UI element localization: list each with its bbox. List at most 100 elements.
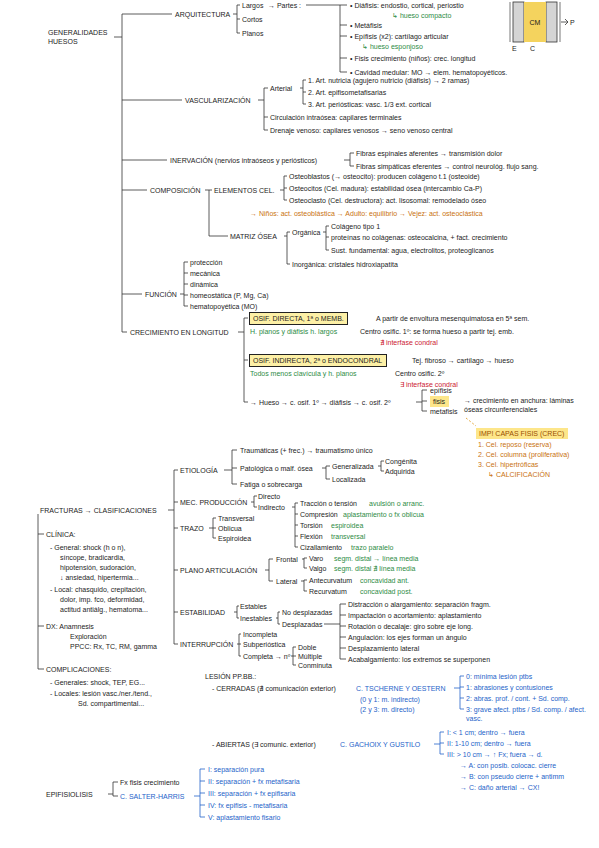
note-text: Osteoclasto (Cel. destructora): act. lis… xyxy=(289,196,486,205)
note-text: • Epífisis (x2): cartílago articular xyxy=(350,32,449,41)
note-text: Completa → nº xyxy=(243,652,290,661)
box-text: IMP! CAPAS FISIS (CREC) xyxy=(479,429,565,438)
note-text: actitud antiálg., hematoma... xyxy=(60,605,148,614)
note-text: No desplazadas xyxy=(282,608,332,617)
note-text: Colágeno tipo 1 xyxy=(331,222,380,231)
note-text: ESTABILIDAD xyxy=(180,608,225,617)
note-text: Fx fisis crecimiento xyxy=(120,778,180,787)
note-text: 1. Art. nutricia (agujero nutricio (diáf… xyxy=(308,76,469,85)
highlight-box: OSIF. INDIRECTA, 2ª o ENDOCONDRAL xyxy=(249,354,387,367)
note-text: 1. Cel. reposo (reserva) xyxy=(478,440,552,449)
note-text: LESIÓN PP.BB.: xyxy=(205,672,256,681)
note-text: 0: mínima lesión ptbs xyxy=(466,672,594,681)
note-text: II: separación + fx metafisaria xyxy=(208,777,300,786)
note-text: - Locales: lesión vasc./ner./tend., xyxy=(50,689,152,698)
periosteum-line xyxy=(510,2,560,42)
note-text: Largos xyxy=(242,1,263,10)
box-text: OSIF. DIRECTA, 1ª o MEMB. xyxy=(253,314,344,323)
note-text: H. planos y diáfisis h. largos xyxy=(250,327,337,336)
note-text: Incompleta xyxy=(243,630,277,639)
note-text: Múltiple xyxy=(298,652,322,661)
note-text: avulsión o arranc. xyxy=(369,499,424,508)
note-text: Fatiga o sobrecarga xyxy=(240,480,302,489)
highlight-box: fisis xyxy=(430,396,449,407)
note-text: FUNCIÓN xyxy=(145,290,177,299)
note-text: - CERRADAS (∄ comunicación exterior) xyxy=(212,684,336,693)
note-text: Sust. fundamental: agua, electrolitos, p… xyxy=(331,246,494,255)
note-text: V: aplastamiento fisario xyxy=(208,813,281,822)
note-text: Recurvatum xyxy=(309,587,347,596)
note-text: Todos menos clavícula y h. planos xyxy=(250,369,357,378)
pointer-arrow xyxy=(561,19,568,25)
note-text: PLANO ARTICULACIÓN xyxy=(180,566,257,575)
note-text: ↳ CALCIFICACIÓN xyxy=(488,470,550,479)
note-text: Fibras simpáticas eferentes → control ne… xyxy=(356,162,538,171)
note-text: Rotación o decalaje: giro sobre eje long… xyxy=(348,622,473,631)
note-text: espiroidea xyxy=(331,521,363,530)
note-text: Circulación intraósea: capilares termina… xyxy=(270,113,402,122)
note-text: FRACTURAS → CLASIFICACIONES xyxy=(40,506,157,515)
note-text: segm. distal ∄ línea media xyxy=(334,564,415,573)
note-text: 2. Art. epifisometafisarias xyxy=(308,88,386,97)
note-text: dinámica xyxy=(190,280,218,289)
pointer-arrow xyxy=(466,418,476,426)
note-text: Planos xyxy=(242,29,263,38)
note-text: - Local: chasquido, crepitación, xyxy=(50,585,147,594)
note-text: mecánica xyxy=(190,269,220,278)
note-text: Varo xyxy=(309,554,323,563)
note-text: 2. Cel. columna (proliferativa) xyxy=(478,450,569,459)
note-text: Compresión xyxy=(300,510,338,519)
note-text: Inestables xyxy=(240,614,272,623)
note-text: Centro osific. 1º: se forma hueso a part… xyxy=(360,327,514,336)
note-text: Impactación o acortamiento: aplastamient… xyxy=(348,611,481,620)
note-text: protección xyxy=(190,258,222,267)
note-text: Traumáticas (+ frec.) → traumatismo únic… xyxy=(240,446,373,455)
note-text: Localizada xyxy=(332,475,365,484)
note-text: Adquirida xyxy=(385,467,415,476)
note-text: trazo paralelo xyxy=(351,543,393,552)
note-text: 3. Cel. hipertróficas xyxy=(478,460,538,469)
bracket-line xyxy=(194,676,464,817)
note-text: Arterial xyxy=(270,84,292,93)
note-text: Sd. compartimental... xyxy=(78,699,144,708)
note-text: Antecurvatum xyxy=(309,576,352,585)
note-text: aplastamiento o fx oblicua xyxy=(343,510,424,519)
note-text: MATRIZ ÓSEA xyxy=(230,232,277,241)
note-text: ELEMENTOS CEL. xyxy=(214,186,275,195)
note-text: Tracción o tensión xyxy=(300,499,357,508)
note-text: MEC. PRODUCCIÓN xyxy=(180,498,247,507)
note-text: PPCC: Rx, TC, RM, gamma xyxy=(70,642,157,651)
note-text: ∄ interfase condral xyxy=(380,338,438,347)
note-text: Patológica o malf. ósea xyxy=(240,464,313,473)
note-text: 3: grave afect. ptbs / Sd. comp. / afect… xyxy=(466,705,594,723)
note-text: Valgo xyxy=(309,564,326,573)
note-text: EPIFISIOLISIS xyxy=(46,790,93,799)
note-text: hematopoyética (MO) xyxy=(190,302,257,311)
note-text: Flexión xyxy=(300,532,323,541)
note-text: Cortos xyxy=(242,15,263,24)
note-text: homeostática (P, Mg, Ca) xyxy=(190,291,268,300)
note-text: - ABIERTAS (∃ comunic. exterior) xyxy=(212,740,316,749)
note-text: A partir de envoltura mesenquimatosa en … xyxy=(376,314,529,323)
note-text: Lateral xyxy=(276,577,297,586)
note-text: transversal xyxy=(331,532,365,541)
note-text: Oblicua xyxy=(218,524,242,533)
note-text: Centro osific. 2º xyxy=(395,369,444,378)
note-text: 2: abras. prof. / cont. + Sd. comp. xyxy=(466,694,594,703)
note-text: → C: daño arterial → CX! xyxy=(460,783,539,792)
note-text: Frontal xyxy=(276,555,298,564)
note-text: E xyxy=(512,44,517,53)
note-text: IV: fx epifisis - metafisaria xyxy=(208,801,288,810)
note-text: concavidad post. xyxy=(360,587,413,596)
note-text: dolor, imp. fco, deformidad, xyxy=(60,595,144,604)
note-text: Cizallamiento xyxy=(300,543,342,552)
note-text: metafisis xyxy=(430,407,458,416)
note-text: epífisis xyxy=(430,386,452,395)
note-text: I: < 1 cm; dentro → fuera xyxy=(447,728,525,737)
note-text: DX: Anamnesis xyxy=(46,622,94,631)
cortical-wall xyxy=(546,2,557,42)
note-text: Angulación: los ejes forman un ángulo xyxy=(348,633,467,642)
note-text: - General: shock (h o n), xyxy=(50,543,125,552)
note-text: síncope, bradicardia, xyxy=(60,553,125,562)
note-text: III: separación + fx epifisaria xyxy=(208,789,295,798)
